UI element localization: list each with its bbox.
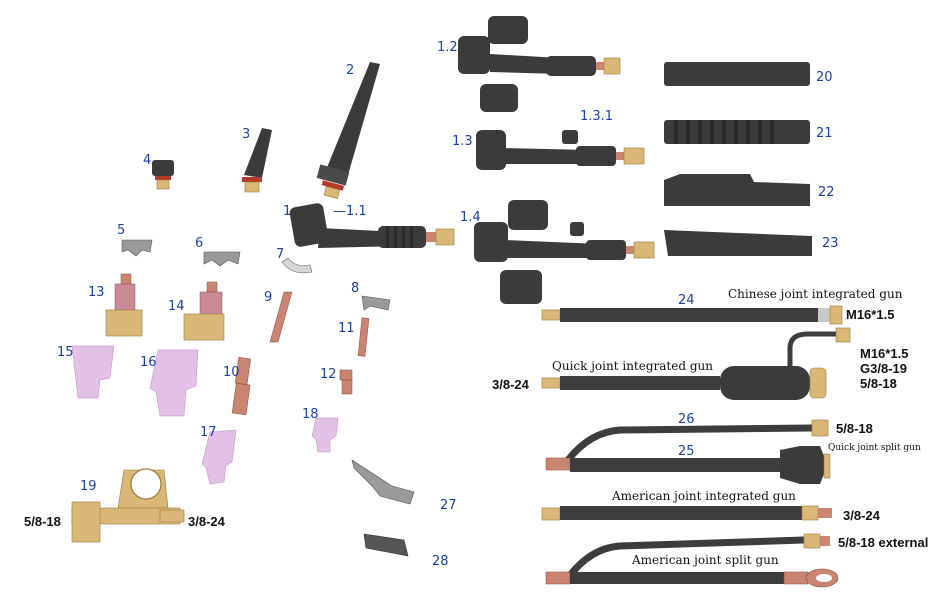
thread-american-ext: 5/8-18 external: [838, 535, 928, 550]
label-part-11: 11: [338, 321, 355, 336]
collet-9: [269, 291, 293, 343]
label-part-1-2: 1.2: [437, 40, 458, 55]
thread-19-left: 5/8-18: [24, 514, 61, 529]
insulator-5: [121, 239, 153, 257]
label-part-18: 18: [302, 407, 319, 422]
torch-1-4: [474, 200, 655, 304]
handle-28: [363, 533, 409, 557]
label-part-15: 15: [57, 345, 74, 360]
label-part-10: 10: [223, 365, 240, 380]
cable-american-split: [545, 533, 839, 588]
caption-quick-split: Quick joint split gun: [828, 443, 921, 453]
label-part-22: 22: [818, 185, 835, 200]
collet-body-10: [231, 356, 251, 416]
thread-quick-58: 5/8-18: [860, 376, 897, 391]
label-part-23: 23: [822, 236, 839, 251]
label-part-1: 1: [283, 204, 291, 219]
handle-27: [351, 459, 415, 505]
ceramic-cup-18: [311, 417, 339, 453]
label-part-2: 2: [346, 63, 354, 78]
collet-body-12: [339, 369, 353, 395]
thread-american-38: 3/8-24: [843, 508, 881, 523]
label-part-1-4: 1.4: [460, 210, 481, 225]
label-part-24: 24: [678, 293, 695, 308]
thread-quick-g3: G3/8-19: [860, 361, 907, 376]
label-part-1-3-1: 1.3.1: [580, 109, 613, 124]
back-cap-short: [152, 160, 174, 190]
caption-american-joint: American joint integrated gun: [611, 489, 796, 503]
label-part-12: 12: [320, 367, 337, 382]
thread-quick-left: 3/8-24: [492, 377, 530, 392]
caption-quick-joint: Quick joint integrated gun: [552, 359, 713, 373]
insulator-6: [203, 251, 241, 267]
handle-20: [664, 62, 810, 86]
cable-quick-split: [545, 419, 831, 484]
label-part-28: 28: [432, 554, 449, 569]
cable-chinese: [541, 305, 843, 325]
label-part-21: 21: [816, 126, 833, 141]
caption-american-split: American joint split gun: [631, 553, 779, 567]
thread-split-58: 5/8-18: [836, 421, 873, 436]
insulator-8: [361, 295, 391, 311]
ceramic-cup-17: [201, 429, 237, 485]
label-part-7: 7: [276, 247, 284, 262]
label-part-19: 19: [80, 479, 97, 494]
back-cap-medium: [242, 128, 272, 193]
cable-american: [541, 505, 832, 521]
thread-19-right: 3/8-24: [188, 514, 226, 529]
label-part-27: 27: [440, 498, 457, 513]
label-part-17: 17: [200, 425, 217, 440]
handle-23: [664, 230, 812, 256]
torch-1-2: [458, 16, 621, 112]
gas-lens-14: [183, 281, 225, 341]
label-part-26: 26: [678, 412, 695, 427]
cable-quick: [541, 327, 851, 400]
label-part-25: 25: [678, 444, 695, 459]
label-part-14: 14: [168, 299, 185, 314]
insulator-7: [281, 257, 313, 274]
label-part-4: 4: [143, 153, 151, 168]
collet-11: [357, 317, 370, 357]
gas-lens-13: [105, 273, 143, 337]
caption-chinese-joint: Chinese joint integrated gun: [728, 287, 903, 301]
ceramic-cup-15: [71, 345, 115, 399]
label-part-13: 13: [88, 285, 105, 300]
handle-21: [664, 120, 810, 144]
label-part-16: 16: [140, 355, 157, 370]
label-part-20: 20: [816, 70, 833, 85]
thread-quick-m16: M16*1.5: [860, 346, 908, 361]
handle-22: [664, 174, 810, 206]
ceramic-cup-16: [149, 349, 199, 417]
torch-head: [289, 203, 455, 248]
back-cap-long: [316, 62, 380, 200]
label-part-9: 9: [264, 290, 272, 305]
label-part-8: 8: [351, 281, 359, 296]
label-part-6: 6: [195, 236, 203, 251]
label-part-1-3: 1.3: [452, 134, 473, 149]
torch-1-3: [476, 130, 645, 170]
label-part-5: 5: [117, 223, 125, 238]
label-part-1-1: —1.1: [333, 204, 367, 219]
t-adapter-19: [71, 468, 185, 543]
thread-chinese-m16: M16*1.5: [846, 307, 894, 322]
label-part-3: 3: [242, 127, 250, 142]
